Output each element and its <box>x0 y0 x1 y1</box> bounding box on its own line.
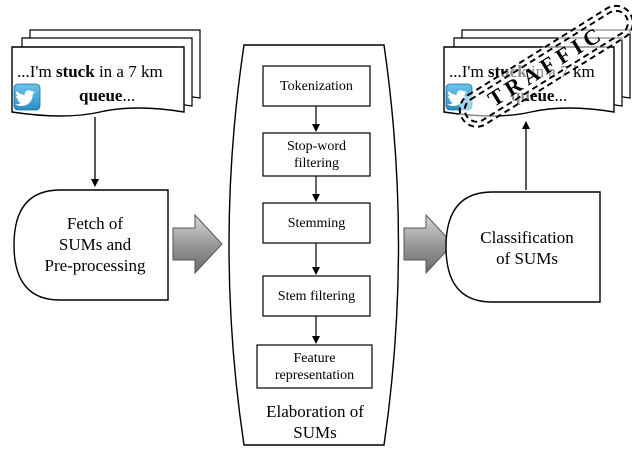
elaboration-label: Elaboration of SUMs <box>240 401 390 443</box>
tweet-text: ... <box>122 86 136 105</box>
tweet-text: ... <box>554 86 568 105</box>
elaboration-label-line: Elaboration of <box>266 402 364 421</box>
big-arrow-1 <box>172 213 223 275</box>
step-label-line: Tokenization <box>280 78 353 94</box>
fetch-label-line: Pre-processing <box>44 256 146 275</box>
tweet-text: ...I'm <box>449 62 488 81</box>
tweet-text: ...I'm <box>17 62 56 81</box>
big-arrow-2 <box>403 213 454 275</box>
elaboration-label-line: SUMs <box>293 423 337 442</box>
step-label-line: Feature <box>293 350 336 366</box>
classification-box <box>445 191 601 303</box>
step-label-line: filtering <box>293 155 340 171</box>
fetch-label-line: Fetch of <box>66 214 124 233</box>
classification-label-line: of SUMs <box>496 249 558 268</box>
step-box-feature <box>256 344 373 389</box>
step-label-line: Stop-word <box>286 138 347 154</box>
classification-label-line: Classification <box>480 228 574 247</box>
step-label-tokenization: Tokenization <box>263 66 370 106</box>
step-label-stopword: Stop-word filtering <box>263 133 370 176</box>
fetch-label-line: SUMs and <box>58 235 132 254</box>
step-label-line: representation <box>274 367 355 383</box>
tweet-text: in a 7 km <box>94 62 163 81</box>
fetch-label: Fetch of SUMs and Pre-processing <box>22 213 168 276</box>
tweet-left-line1: ...I'm stuck in a 7 km <box>17 62 163 82</box>
tweet-left-line2: queue... <box>79 86 135 106</box>
step-label-stemming: Stemming <box>263 203 370 243</box>
step-label-line: Stemming <box>287 215 346 231</box>
step-label-feature: Feature representation <box>257 345 372 388</box>
step-box-tokenization <box>262 65 371 107</box>
step-label-stem-filtering: Stem filtering <box>263 276 370 316</box>
step-label-line: Stem filtering <box>277 288 356 304</box>
twitter-bird-icon <box>13 83 41 111</box>
tweet-keyword: queue <box>79 86 123 105</box>
fetch-box <box>13 189 169 301</box>
tweet-card-front <box>11 46 185 117</box>
tweet-keyword: stuck <box>55 62 95 81</box>
step-box-stemming <box>262 202 371 244</box>
tweet-stack-left <box>11 29 201 117</box>
classification-label: Classification of SUMs <box>454 227 600 269</box>
